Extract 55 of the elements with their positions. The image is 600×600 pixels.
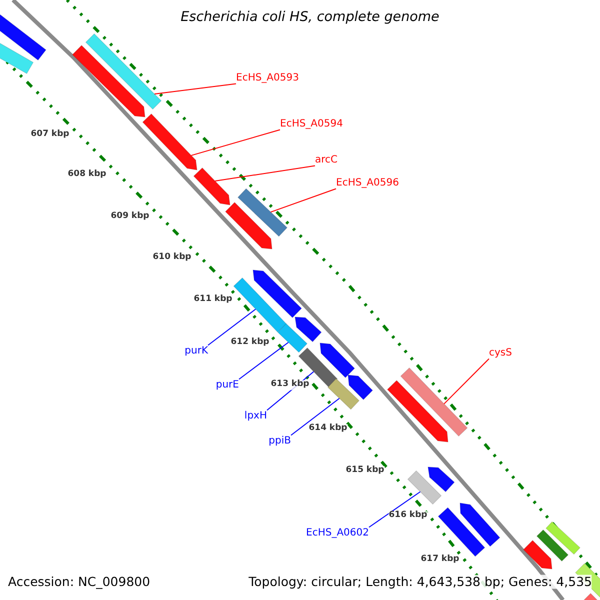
leader-line [208, 308, 256, 346]
gene-label: arcC [315, 154, 338, 166]
gene-feature [85, 33, 162, 110]
gene-feature [0, 14, 46, 61]
leader-line [214, 165, 316, 182]
gene-label: EcHS_A0593 [236, 72, 299, 84]
scale-label: 608 kbp [68, 170, 106, 180]
gene-feature [400, 367, 468, 437]
gene-feature [224, 202, 272, 250]
gene-label: cysS [489, 347, 512, 359]
gene-label: ppiB [268, 435, 291, 447]
scale-label: 607 kbp [30, 130, 70, 140]
gene-feature [536, 529, 569, 562]
scale-label: 611 kbp [194, 295, 232, 305]
gene-label: lpxH [244, 410, 267, 422]
scale-label: 610 kbp [152, 253, 192, 263]
gene-feature [320, 342, 356, 378]
gene-feature [327, 378, 360, 410]
leader-line [270, 188, 336, 213]
gene-feature [522, 540, 552, 570]
gene-feature [237, 188, 288, 237]
leader-line [190, 129, 280, 156]
scale-label: 612 kbp [230, 338, 270, 348]
scale-label: 614 kbp [308, 424, 348, 434]
gene-feature [277, 323, 308, 353]
gene-label: EcHS_A0602 [306, 527, 369, 539]
gene-feature [294, 316, 322, 342]
gene-feature [142, 113, 198, 170]
gene-feature [546, 521, 580, 555]
gene-feature [72, 44, 146, 118]
leader-line [290, 398, 340, 436]
gene-label: purE [216, 379, 239, 391]
title: Escherichia coli HS, complete genome [180, 10, 440, 26]
leader-line [444, 358, 490, 404]
accession-text: Accession: NC_009800 [8, 574, 150, 590]
gene-feature [428, 466, 455, 492]
scale-label: 613 kbp [270, 380, 310, 390]
scale-label: 609 kbp [110, 212, 150, 222]
gene-feature [386, 380, 448, 442]
gene-label: EcHS_A0596 [336, 177, 399, 189]
genome-stats-text: Topology: circular; Length: 4,643,538 bp; Genes: 4,535 [248, 574, 592, 590]
leader-line [368, 491, 421, 528]
gene-label: purK [184, 345, 208, 357]
gene-feature [348, 374, 374, 400]
scale-label: 615 kbp [346, 466, 384, 476]
scale-label: 617 kbp [420, 555, 460, 565]
scale-label: 616 kbp [388, 511, 428, 521]
leader-line [154, 83, 236, 95]
gene-feature [193, 167, 230, 206]
gene-feature [233, 277, 287, 333]
gene-feature [252, 270, 302, 318]
gene-feature [460, 502, 500, 547]
gene-label: EcHS_A0594 [280, 118, 343, 130]
leader-line [238, 342, 289, 380]
gene-feature [407, 470, 442, 505]
